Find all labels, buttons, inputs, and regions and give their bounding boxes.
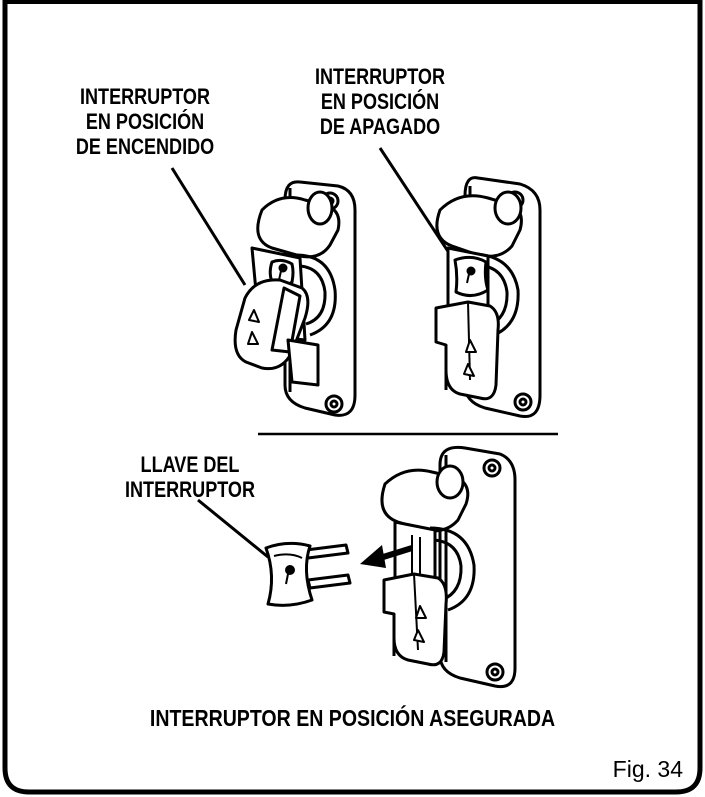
figure-number: Fig. 34 (612, 756, 683, 782)
label-switch-off-line2: EN POSICIÓN (320, 89, 440, 114)
leader-line-off (378, 147, 457, 263)
switch-key-illustration (264, 541, 352, 607)
label-switch-on-line3: DE ENCENDIDO (75, 134, 215, 159)
label-switch-key-line2: INTERRUPTOR (125, 477, 255, 502)
switch-locked-illustration (380, 445, 517, 689)
label-switch-on: INTERRUPTOR EN POSICIÓN DE ENCENDIDO (59, 84, 231, 159)
label-switch-key-line1: LLAVE DEL (140, 452, 240, 477)
label-switch-off-line3: DE APAGADO (319, 114, 441, 139)
label-switch-on-line2: EN POSICIÓN (85, 109, 205, 134)
label-switch-key: LLAVE DEL INTERRUPTOR (108, 452, 272, 502)
leader-line-key (197, 498, 269, 559)
label-switch-off-line1: INTERRUPTOR (315, 64, 445, 89)
label-switch-off: INTERRUPTOR EN POSICIÓN DE APAGADO (294, 64, 466, 139)
switch-on-illustration (233, 180, 357, 417)
switch-off-illustration (434, 176, 542, 419)
figure-caption: INTERRUPTOR EN POSICIÓN ASEGURADA (149, 705, 556, 731)
insertion-arrow (360, 545, 413, 568)
label-switch-on-line1: INTERRUPTOR (80, 84, 210, 109)
leader-line-on (170, 167, 247, 286)
